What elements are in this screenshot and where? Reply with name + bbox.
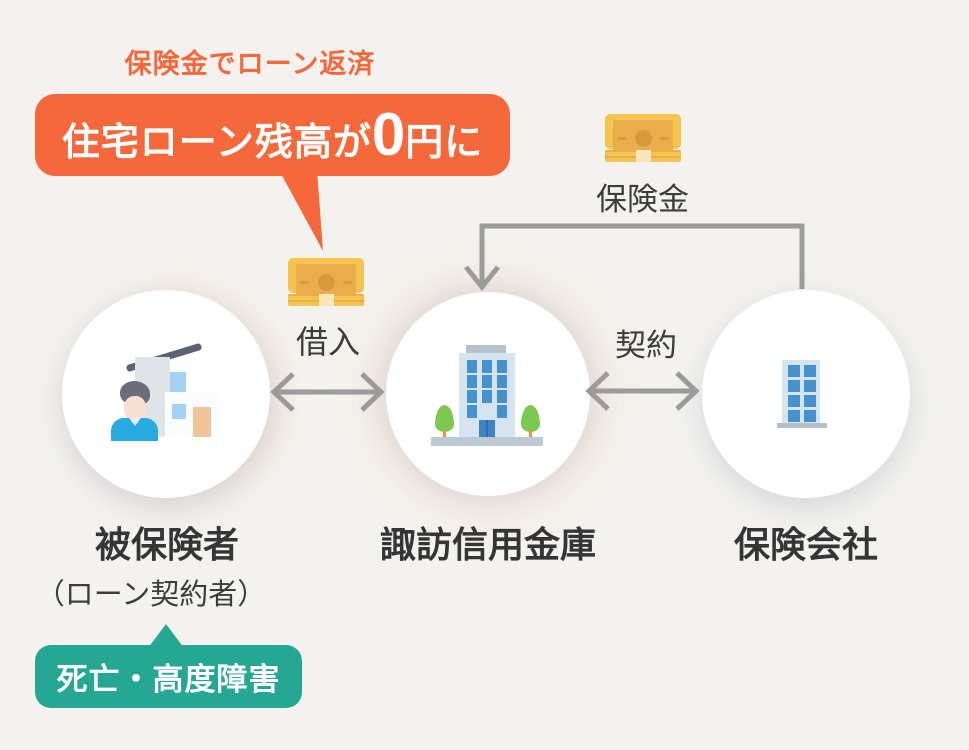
bubble-text-pre: 住宅ローン残高が	[61, 122, 372, 164]
bank-building-icon	[431, 344, 543, 446]
insured-label: 被保険者	[94, 524, 239, 565]
borrowing-label: 借入	[295, 324, 360, 360]
banknote-band	[318, 294, 334, 306]
person-collar	[129, 418, 141, 426]
banknote-circle	[634, 129, 652, 147]
bubble-text-zero: 0	[371, 101, 406, 168]
insured-sublabel: （ローン契約者）	[35, 579, 267, 611]
office-base	[777, 423, 827, 428]
contract-double-arrow-icon	[585, 371, 700, 411]
bank-roof	[466, 345, 506, 353]
borrowing-double-arrow-icon	[270, 372, 385, 412]
banknote-circle	[317, 273, 335, 291]
insurance-payout-label: 保険金	[596, 182, 689, 217]
insured-circle	[62, 290, 270, 498]
house-person-icon	[108, 342, 226, 441]
bank-base	[431, 437, 543, 446]
tree-icon	[435, 405, 454, 432]
tree-icon	[521, 405, 540, 432]
bank-label: 諏訪信用金庫	[379, 524, 596, 565]
bubble-text-post: 円に	[405, 122, 484, 164]
person-face	[124, 396, 146, 421]
house-window	[172, 404, 186, 419]
office-building-icon	[777, 358, 827, 428]
payout-down-arrow-icon	[464, 223, 805, 292]
badge-label: 死亡・高度障害	[56, 662, 281, 697]
bank-circle	[386, 292, 590, 496]
death-disability-badge: 死亡・高度障害	[35, 645, 302, 708]
insurer-circle	[702, 290, 910, 498]
house-window	[170, 372, 186, 393]
money-icon	[605, 114, 681, 162]
insurer-label: 保険会社	[733, 524, 878, 565]
house-door	[193, 407, 211, 437]
money-icon	[288, 258, 364, 306]
person-shirt	[111, 418, 158, 441]
banknote-band	[635, 150, 651, 162]
callout-heading: 保険金でローン返済	[124, 49, 376, 79]
contract-label: 契約	[615, 328, 677, 363]
